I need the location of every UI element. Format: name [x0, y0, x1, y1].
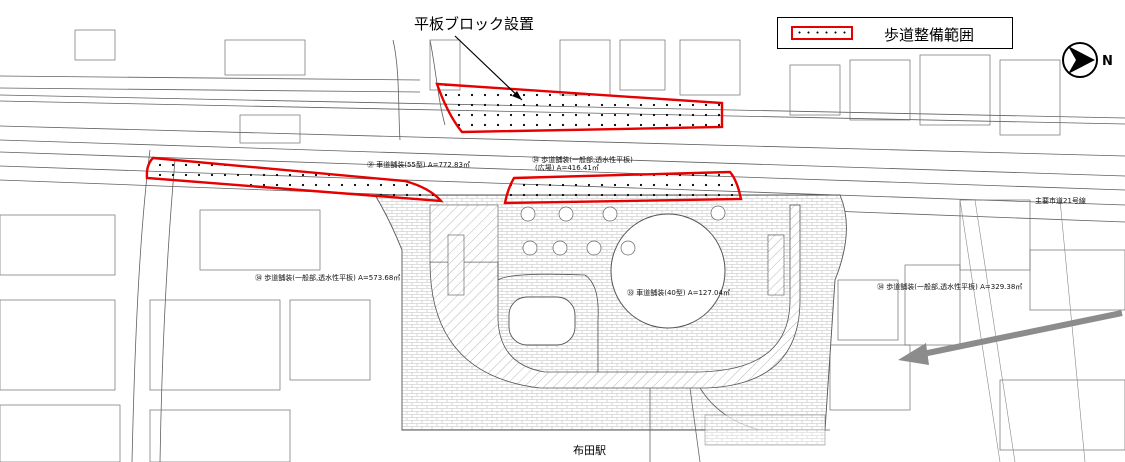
road-name-right: 主要市道21号線 — [1035, 197, 1086, 205]
roundabout — [610, 213, 726, 329]
tree-circles — [520, 205, 726, 256]
annotation-34-top: ㉞ 歩道舗装(一般部,透水性平板) — [532, 156, 633, 164]
plaza-curve — [497, 262, 599, 372]
legend-label: 歩道整備範囲 — [884, 26, 975, 44]
cross-street — [131, 39, 446, 462]
railway-tracks — [959, 199, 1086, 462]
annotation-31: ㉛ 車道舗装(55型) A=772.83㎡ — [367, 161, 470, 169]
station-label: 布田駅 — [573, 444, 606, 457]
legend: 歩道整備範囲 — [777, 17, 1013, 49]
north-arrow-icon — [1062, 42, 1098, 78]
plaza-hatched-lane — [429, 204, 499, 263]
callout-arrowhead — [512, 91, 522, 100]
parcels — [0, 29, 1125, 462]
right-hatched-box — [767, 234, 785, 296]
callout-label: 平板ブロック設置 — [414, 15, 535, 33]
highlight-top — [435, 82, 724, 134]
left-hatched-box — [447, 234, 465, 296]
legend-swatch — [791, 26, 853, 40]
island — [508, 296, 576, 346]
plaza-hatched-road — [429, 204, 801, 389]
grey-arrowhead — [898, 343, 929, 365]
annotation-33: ㉝ 車道舗装(40型) A=127.04㎡ — [627, 289, 730, 297]
north-arrow-letter: N — [1102, 54, 1113, 69]
grey-arrow-shaft — [917, 310, 1123, 358]
station-building — [704, 414, 826, 446]
highlight-areas — [145, 82, 743, 205]
station-approach — [649, 387, 830, 462]
annotation-34-right: ㉞ 歩道舗装(一般部,透水性平板) A=329.38㎡ — [877, 283, 1023, 291]
callout-pointer — [454, 35, 523, 101]
highlight-center — [503, 170, 743, 205]
highlight-left — [145, 156, 444, 203]
annotation-34-left: ㉞ 歩道舗装(一般部,透水性平板) A=573.68㎡ — [255, 274, 401, 282]
annotation-34-top-sub: (広場) A=416.41㎡ — [535, 164, 599, 172]
